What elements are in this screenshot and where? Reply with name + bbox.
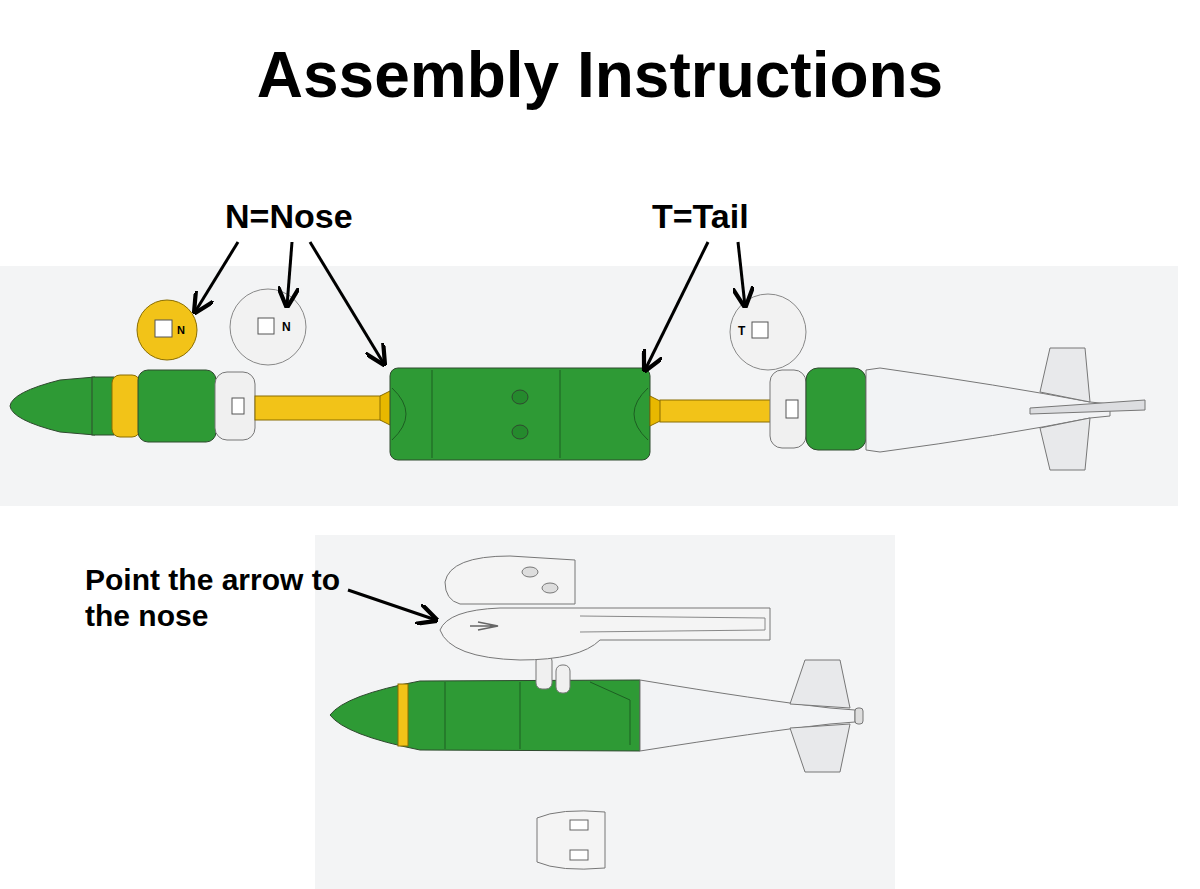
callout-label: N=Nose bbox=[225, 196, 425, 237]
exploded-view bbox=[10, 289, 1145, 470]
page-title: Assembly Instructions bbox=[0, 38, 1200, 112]
part-letter: N bbox=[177, 324, 197, 337]
instruction-note: Point the arrow to the nose bbox=[85, 562, 360, 634]
part-letter: N bbox=[282, 320, 302, 334]
callout-label: T=Tail bbox=[652, 196, 852, 237]
top-panel bbox=[0, 266, 1178, 506]
assembled-view bbox=[330, 556, 863, 869]
bottom-panel bbox=[315, 535, 895, 889]
part-letter: T bbox=[738, 324, 758, 338]
